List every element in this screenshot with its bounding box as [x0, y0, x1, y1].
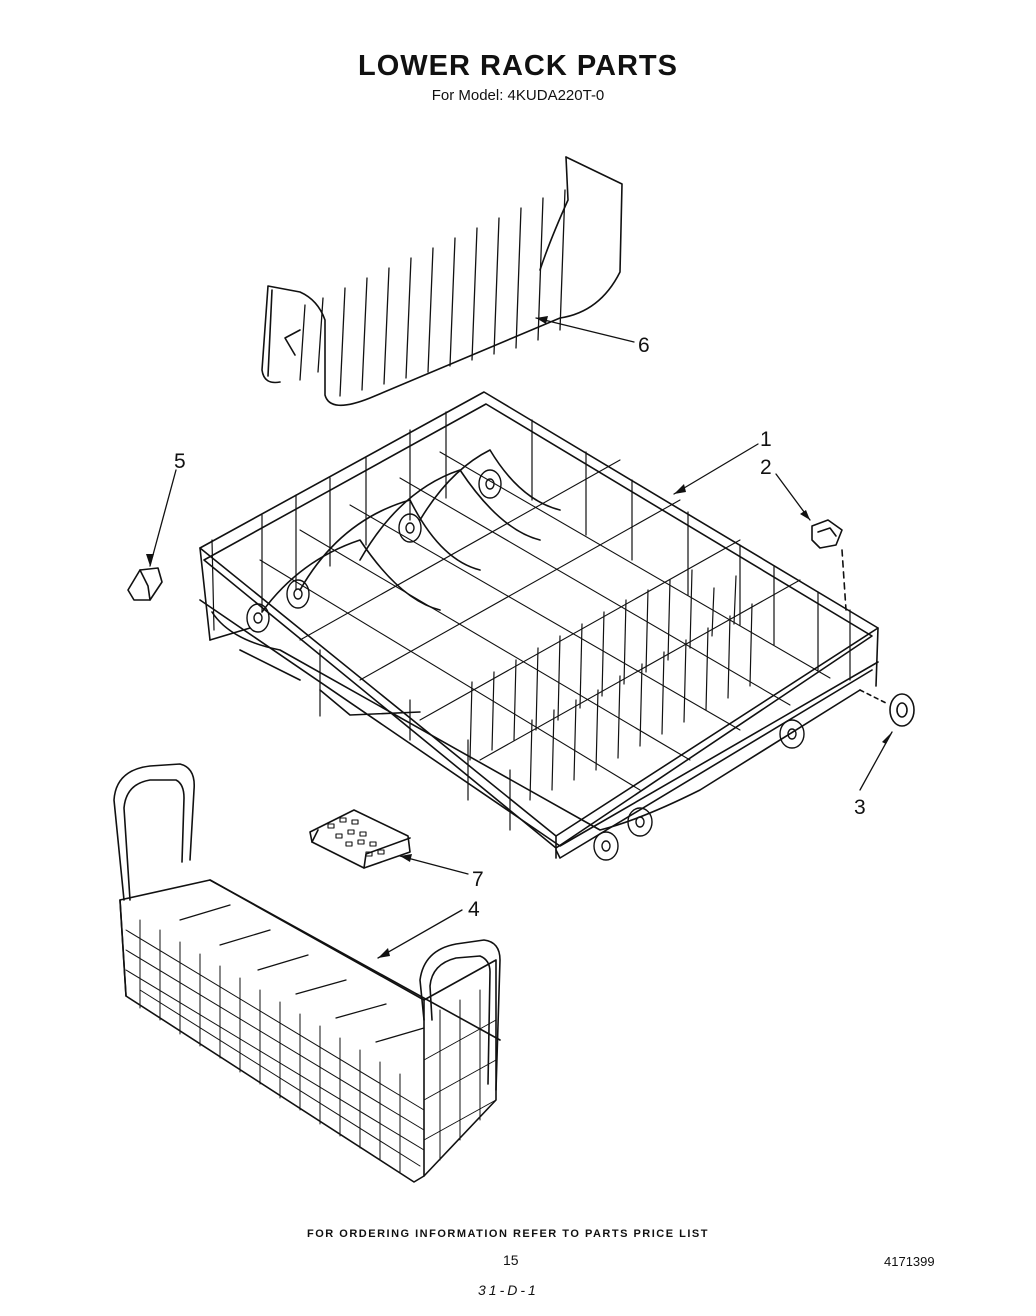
- basket-insert-part: [309, 809, 411, 869]
- callout-4: 4: [468, 898, 480, 921]
- ordering-note: FOR ORDERING INFORMATION REFER TO PARTS …: [307, 1228, 709, 1240]
- callout-5: 5: [174, 450, 186, 473]
- page-number: 15: [503, 1252, 519, 1268]
- rack-clip-part: [811, 519, 847, 611]
- callout-1: 1: [760, 428, 772, 451]
- silverware-basket-part: [113, 763, 501, 1183]
- callout-3: 3: [854, 796, 866, 819]
- model-subtitle: For Model: 4KUDA220T-0: [431, 87, 605, 104]
- lower-rack-part: [199, 391, 879, 861]
- callout-6: 6: [638, 334, 650, 357]
- page-title: LOWER RACK PARTS: [358, 50, 678, 82]
- callout-2: 2: [760, 456, 772, 479]
- rack-bumper-part: [127, 567, 163, 601]
- handwritten-note: 31-D-1: [478, 1282, 539, 1298]
- document-number: 4171399: [884, 1254, 935, 1269]
- callout-7: 7: [472, 868, 484, 891]
- rack-wheel-part: [859, 689, 915, 727]
- tine-row-part: [261, 156, 623, 407]
